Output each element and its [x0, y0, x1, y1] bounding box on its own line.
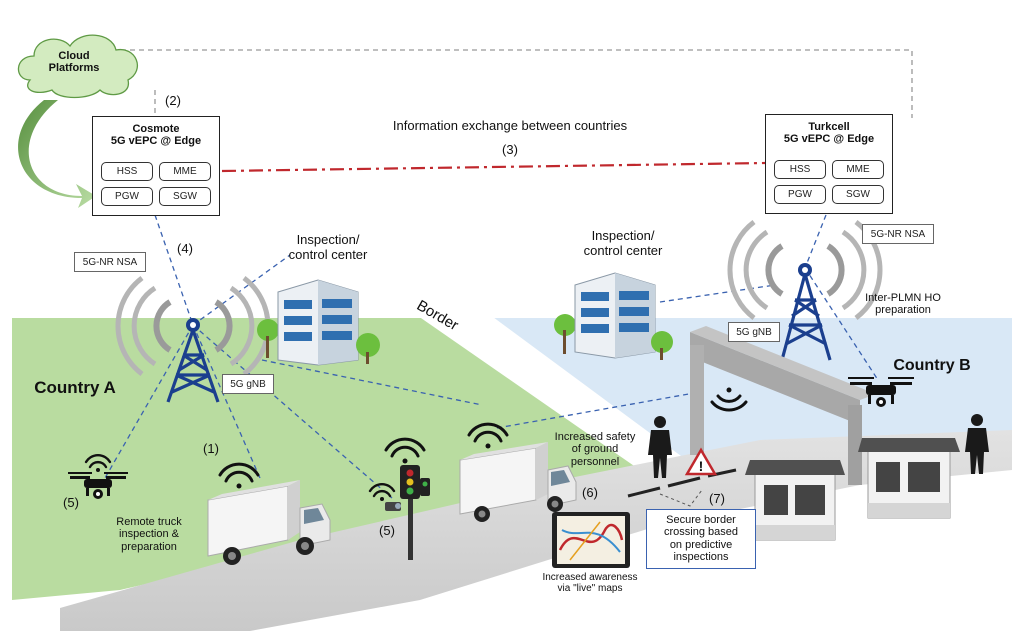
remote-truck-line: Remote truck — [116, 516, 182, 528]
safety-label: Increased safety of ground personnel — [545, 431, 645, 468]
step-5-label: (5) — [63, 495, 79, 510]
country-a-field — [12, 318, 640, 600]
safety-line: personnel — [570, 455, 620, 468]
country-a-label: Country A — [34, 378, 116, 397]
cosmote-mme-chip: MME — [159, 162, 211, 181]
cloud-arrow — [18, 100, 96, 208]
gnb-tag-b: 5G gNB — [728, 322, 780, 342]
step-2-label: (2) — [165, 93, 181, 108]
inspection-label-line: Inspection/ — [296, 232, 360, 247]
drone-a-icon — [68, 472, 128, 499]
inspection-center-b-label: Inspection/ control center — [563, 228, 683, 258]
guard-booth-2 — [858, 438, 960, 519]
cosmote-title-line: 5G vEPC @ Edge — [110, 135, 202, 148]
wifi-icon — [710, 387, 748, 412]
turkcell-mme-chip: MME — [832, 160, 884, 179]
step-1-label: (1) — [203, 441, 219, 456]
truck-2 — [459, 442, 577, 522]
cloud-platforms-label: Cloud Platforms — [34, 50, 114, 75]
svg-text:!: ! — [699, 458, 704, 474]
wifi-icon — [467, 422, 509, 449]
secure-line: on predictive — [669, 538, 733, 551]
secure-line: crossing based — [664, 526, 738, 539]
cell-tower-b — [727, 220, 883, 361]
cosmote-epc-box: Cosmote 5G vEPC @ Edge HSS MME PGW SGW — [92, 116, 220, 216]
inter-plmn-line: Inter-PLMN HO — [865, 292, 941, 304]
secure-line: inspections — [673, 550, 729, 563]
turkcell-epc-box: Turkcell 5G vEPC @ Edge HSS MME PGW SGW — [765, 114, 893, 214]
turkcell-pgw-chip: PGW — [774, 185, 826, 204]
cosmote-title: Cosmote 5G vEPC @ Edge — [93, 123, 219, 148]
gnb-tag-a: 5G gNB — [222, 374, 274, 394]
drone-b-icon — [848, 377, 914, 407]
cloud-label-line: Platforms — [48, 62, 100, 75]
building-b — [554, 272, 673, 360]
inspection-center-a-label: Inspection/ control center — [268, 232, 388, 262]
warning-sign-icon: ! — [684, 447, 718, 476]
truck-1 — [207, 480, 331, 565]
guard-booth-1 — [745, 460, 845, 541]
safety-line: Increased safety — [554, 431, 636, 443]
country-b-label: Country B — [893, 357, 971, 374]
network-links — [104, 214, 879, 499]
inspection-label-line: Inspection/ — [591, 228, 655, 243]
live-map-tablet — [552, 512, 630, 568]
traffic-light — [385, 465, 430, 560]
guard-figure-2 — [965, 414, 989, 474]
wifi-icon — [368, 483, 396, 501]
cell-tower-a — [115, 276, 271, 403]
turkcell-hss-chip: HSS — [774, 160, 826, 179]
step-7-label: (7) — [709, 491, 725, 506]
secure-crossing-connector — [659, 489, 703, 507]
border-gate — [690, 326, 876, 485]
secure-crossing-box: Secure border crossing based on predicti… — [646, 509, 756, 569]
turkcell-title-line: 5G vEPC @ Edge — [783, 133, 875, 146]
road-marking — [667, 476, 701, 488]
cosmote-title-line: Cosmote — [132, 123, 180, 135]
awareness-line: via "live" maps — [557, 583, 623, 595]
safety-line: of ground — [571, 443, 619, 456]
inspection-label-line: control center — [288, 246, 368, 262]
wifi-icon — [84, 454, 112, 472]
secure-line: Secure border — [666, 514, 736, 526]
inspection-label-line: control center — [583, 242, 663, 258]
inter-plmn-line: preparation — [875, 304, 931, 317]
nsa-tag-b: 5G-NR NSA — [862, 224, 934, 244]
step-4-label: (4) — [177, 241, 193, 256]
building-a — [257, 279, 380, 366]
road-marking — [627, 486, 661, 498]
turkcell-title: Turkcell 5G vEPC @ Edge — [766, 121, 892, 146]
inter-plmn-label: Inter-PLMN HO preparation — [853, 292, 953, 317]
awareness-line: Increased awareness — [542, 572, 638, 583]
cloud-shape — [17, 34, 138, 99]
remote-truck-label: Remote truck inspection & preparation — [104, 516, 194, 553]
turkcell-title-line: Turkcell — [808, 121, 850, 133]
step-6-label: (6) — [582, 485, 598, 500]
info-exchange-label: Information exchange between countries — [392, 118, 628, 133]
step-5-label: (5) — [379, 523, 395, 538]
awareness-label: Increased awareness via "live" maps — [530, 572, 650, 594]
secure-crossing-text: Secure border crossing based on predicti… — [647, 514, 755, 563]
cosmote-hss-chip: HSS — [101, 162, 153, 181]
wifi-icon — [384, 437, 426, 464]
nsa-tag-a: 5G-NR NSA — [74, 252, 146, 272]
guard-figure-1 — [648, 416, 672, 478]
info-exchange-line — [221, 161, 766, 173]
remote-truck-line: inspection & — [119, 528, 179, 541]
turkcell-sgw-chip: SGW — [832, 185, 884, 204]
wifi-icon — [218, 462, 260, 489]
cosmote-pgw-chip: PGW — [101, 187, 153, 206]
cloud-link-line — [111, 49, 913, 118]
cosmote-sgw-chip: SGW — [159, 187, 211, 206]
step-3-label: (3) — [502, 142, 518, 157]
remote-truck-line: preparation — [121, 540, 177, 553]
border-strip — [395, 300, 700, 470]
cloud-label-line: Cloud — [58, 50, 90, 62]
